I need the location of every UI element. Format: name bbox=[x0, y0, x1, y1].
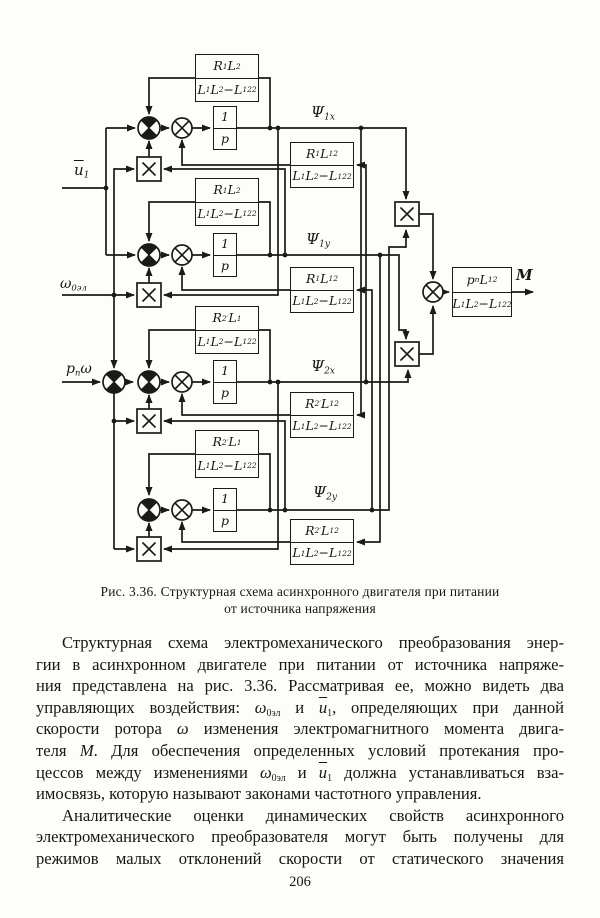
flux-label-psi2x: Ψ2x bbox=[311, 357, 335, 377]
figure-caption-line1: Рис. 3.36. Структурная схема асинхронног… bbox=[100, 584, 500, 599]
body-line: Структурная схема электромеханического п… bbox=[62, 633, 564, 652]
figure-caption: Рис. 3.36. Структурная схема асинхронног… bbox=[0, 583, 600, 617]
output-label-m: M bbox=[516, 266, 533, 284]
summing-junction-icon bbox=[137, 116, 161, 140]
body-line: теля М. Для обеспечения определенных усл… bbox=[36, 740, 564, 760]
input-label-pn-omega: pnω bbox=[66, 361, 92, 378]
figure-caption-line2: от источника напряжения bbox=[224, 601, 376, 616]
block-numerator: 1 bbox=[214, 107, 236, 129]
input-label-omega0el: ω0эл bbox=[60, 276, 87, 293]
body-line: управляющих воздействия: ω0эл и u1, опре… bbox=[36, 697, 564, 719]
adder-circle-icon bbox=[171, 371, 193, 393]
block-denominator: p bbox=[220, 512, 229, 528]
torque-multiplier-box-icon bbox=[394, 341, 420, 367]
torque-adder-circle-icon bbox=[422, 281, 444, 303]
multiplier-box-icon bbox=[136, 536, 162, 562]
body-line: электромеханического преобразователя мог… bbox=[36, 827, 564, 847]
diagram-wires bbox=[62, 77, 534, 553]
multiplier-box-icon bbox=[136, 282, 162, 308]
body-line: режимов малых отклонений скорости от ста… bbox=[36, 848, 564, 868]
block-denominator: p bbox=[220, 130, 229, 146]
junction-dots bbox=[103, 125, 383, 513]
page-number: 206 bbox=[289, 874, 311, 890]
slip-summing-junction-icon bbox=[102, 370, 126, 394]
block-denominator: p bbox=[220, 384, 229, 400]
summing-junction-icon bbox=[137, 498, 161, 522]
body-line: имосвязь, которую называют законами част… bbox=[36, 784, 482, 804]
block-numerator: 1 bbox=[214, 489, 236, 511]
integrator-block: 1 p bbox=[213, 360, 237, 404]
torque-multiplier-box-icon bbox=[394, 201, 420, 227]
summing-junction-icon bbox=[137, 370, 161, 394]
block-numerator: 1 bbox=[214, 361, 236, 383]
body-line: Аналитические оценки динамических свойст… bbox=[62, 805, 564, 825]
flux-label-psi1x: Ψ1x bbox=[311, 103, 335, 123]
body-line: ния представлена на рис. 3.36. Рассматри… bbox=[36, 676, 564, 696]
body-text: Структурная схема электромеханического п… bbox=[36, 633, 564, 871]
adder-circle-icon bbox=[171, 499, 193, 521]
body-line: гии в асинхронном двигателе при питании … bbox=[36, 654, 564, 674]
integrator-block: 1 p bbox=[213, 106, 237, 150]
input-label-u1: u1 bbox=[74, 161, 90, 181]
summing-junction-icon bbox=[137, 243, 161, 267]
block-numerator: 1 bbox=[214, 234, 236, 256]
block-denominator: p bbox=[220, 257, 229, 273]
flux-label-psi2y: Ψ2y bbox=[313, 483, 337, 503]
body-line: цессов между изменениями ω0эл и u1 должн… bbox=[36, 762, 564, 784]
multiplier-box-icon bbox=[136, 156, 162, 182]
flux-label-psi1y: Ψ1y bbox=[306, 230, 330, 250]
integrator-block: 1 p bbox=[213, 233, 237, 277]
multiplier-box-icon bbox=[136, 408, 162, 434]
body-line: скорости ротора ω изменения электромагни… bbox=[36, 719, 564, 739]
adder-circle-icon bbox=[171, 117, 193, 139]
integrator-block: 1 p bbox=[213, 488, 237, 532]
adder-circle-icon bbox=[171, 244, 193, 266]
